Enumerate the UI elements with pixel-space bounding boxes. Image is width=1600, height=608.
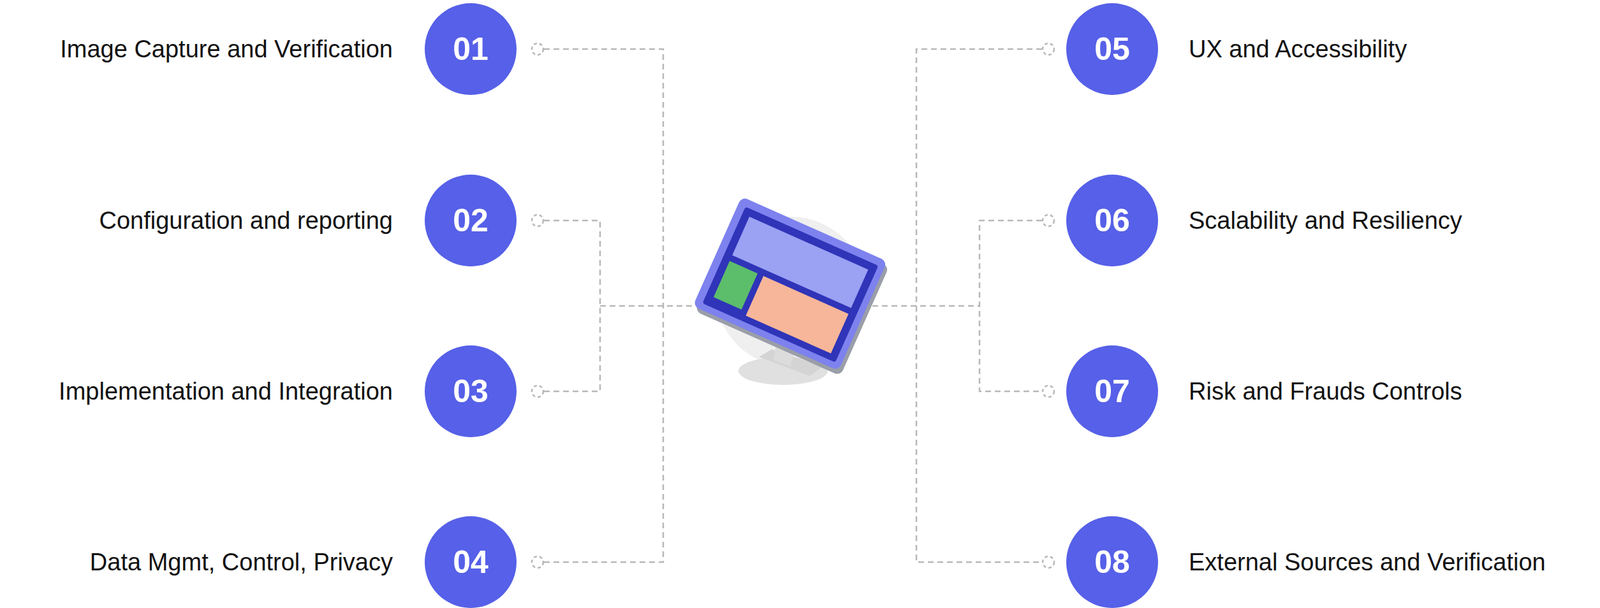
- leader-lines: [543, 49, 1043, 563]
- number-circle: Data Mgmt, Control, Privacy04: [424, 516, 517, 608]
- topic-label: Implementation and Integration: [58, 378, 393, 406]
- step-number: 06: [1066, 174, 1159, 267]
- topic-label: UX and Accessibility: [1188, 35, 1407, 64]
- step-number: 01: [424, 3, 517, 96]
- number-circle: 05UX and Accessibility: [1066, 3, 1159, 96]
- topic-label: Image Capture and Verification: [59, 35, 393, 64]
- leader-dots: [531, 43, 1055, 569]
- number-circle: Image Capture and Verification01: [424, 3, 517, 96]
- step-number: 04: [424, 516, 517, 608]
- topic-label: Configuration and reporting: [98, 207, 393, 235]
- number-circle: 06Scalability and Resiliency: [1066, 174, 1159, 267]
- topic-label: External Sources and Verification: [1188, 549, 1546, 577]
- step-number: 08: [1066, 516, 1159, 608]
- step-number: 03: [424, 345, 517, 438]
- number-circle: 08External Sources and Verification: [1066, 516, 1159, 608]
- step-number: 02: [424, 174, 517, 267]
- step-number: 05: [1066, 3, 1159, 96]
- step-number: 07: [1066, 345, 1159, 438]
- topic-label: Scalability and Resiliency: [1188, 207, 1463, 235]
- number-circle: 07Risk and Frauds Controls: [1066, 345, 1159, 438]
- monitor-illustration: [691, 196, 891, 386]
- topic-label: Risk and Frauds Controls: [1188, 378, 1463, 406]
- number-circle: Configuration and reporting02: [424, 174, 517, 267]
- topic-label: Data Mgmt, Control, Privacy: [89, 549, 393, 577]
- number-circle: Implementation and Integration03: [424, 345, 517, 438]
